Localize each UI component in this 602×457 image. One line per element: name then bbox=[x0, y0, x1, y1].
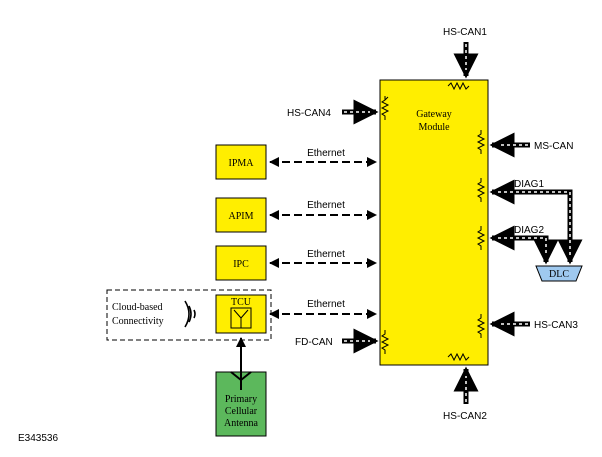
bus-label-hs-can1: HS-CAN1 bbox=[443, 27, 487, 38]
resistor-fd-can bbox=[380, 330, 390, 354]
gateway-label-1: Gateway bbox=[416, 109, 452, 120]
resistor-hs-can4 bbox=[380, 96, 390, 120]
ethernet-label: Ethernet bbox=[307, 200, 345, 211]
ethernet-label: Ethernet bbox=[307, 249, 345, 260]
module-label: IPMA bbox=[228, 158, 254, 169]
antenna-label-3: Antenna bbox=[224, 418, 258, 429]
resistor-hs-can1 bbox=[447, 81, 470, 91]
resistor-diag1 bbox=[476, 178, 486, 202]
bus-label-fd-can: FD-CAN bbox=[295, 337, 333, 348]
resistor-diag2 bbox=[476, 226, 486, 250]
antenna-label-2: Cellular bbox=[225, 406, 258, 417]
figure-id: E343536 bbox=[18, 433, 58, 444]
module-tcu: TCU bbox=[215, 294, 267, 334]
bus-diag2 bbox=[489, 225, 559, 265]
primary-cellular-antenna: Primary Cellular Antenna bbox=[215, 337, 267, 437]
module-apim: APIM bbox=[215, 197, 267, 233]
bus-label-diag2: DIAG2 bbox=[514, 225, 544, 236]
antenna-symbol-icon bbox=[233, 309, 249, 328]
cloud-connectivity-group: Cloud-based Connectivity TCU bbox=[106, 289, 272, 341]
module-label: IPC bbox=[233, 259, 249, 270]
wireless-icon bbox=[184, 300, 196, 328]
bus-label-diag1: DIAG1 bbox=[514, 179, 544, 190]
resistor-ms-can bbox=[476, 130, 486, 154]
antenna-label-1: Primary bbox=[225, 394, 257, 405]
tcu-label: TCU bbox=[231, 297, 252, 308]
gateway-label-2: Module bbox=[418, 122, 450, 133]
module-ipc: IPC bbox=[215, 245, 267, 281]
bus-label-hs-can3: HS-CAN3 bbox=[534, 320, 578, 331]
bus-diag1 bbox=[489, 179, 583, 265]
cloud-label-2: Connectivity bbox=[112, 316, 164, 327]
bus-label-ms-can: MS-CAN bbox=[534, 141, 573, 152]
resistor-hs-can3 bbox=[476, 314, 486, 338]
cloud-label-1: Cloud-based bbox=[112, 302, 163, 313]
ethernet-label: Ethernet bbox=[307, 148, 345, 159]
gateway-module: Gateway Module bbox=[379, 79, 489, 366]
antenna-icon bbox=[230, 371, 252, 390]
resistor-hs-can2 bbox=[447, 352, 470, 362]
ethernet-label: Ethernet bbox=[307, 299, 345, 310]
bus-label-hs-can2: HS-CAN2 bbox=[443, 411, 487, 422]
module-label: APIM bbox=[228, 211, 253, 222]
module-ipma: IPMA bbox=[215, 144, 267, 180]
dlc-label: DLC bbox=[549, 269, 569, 280]
bus-label-hs-can4: HS-CAN4 bbox=[287, 108, 331, 119]
dlc-connector: DLC bbox=[535, 265, 583, 282]
